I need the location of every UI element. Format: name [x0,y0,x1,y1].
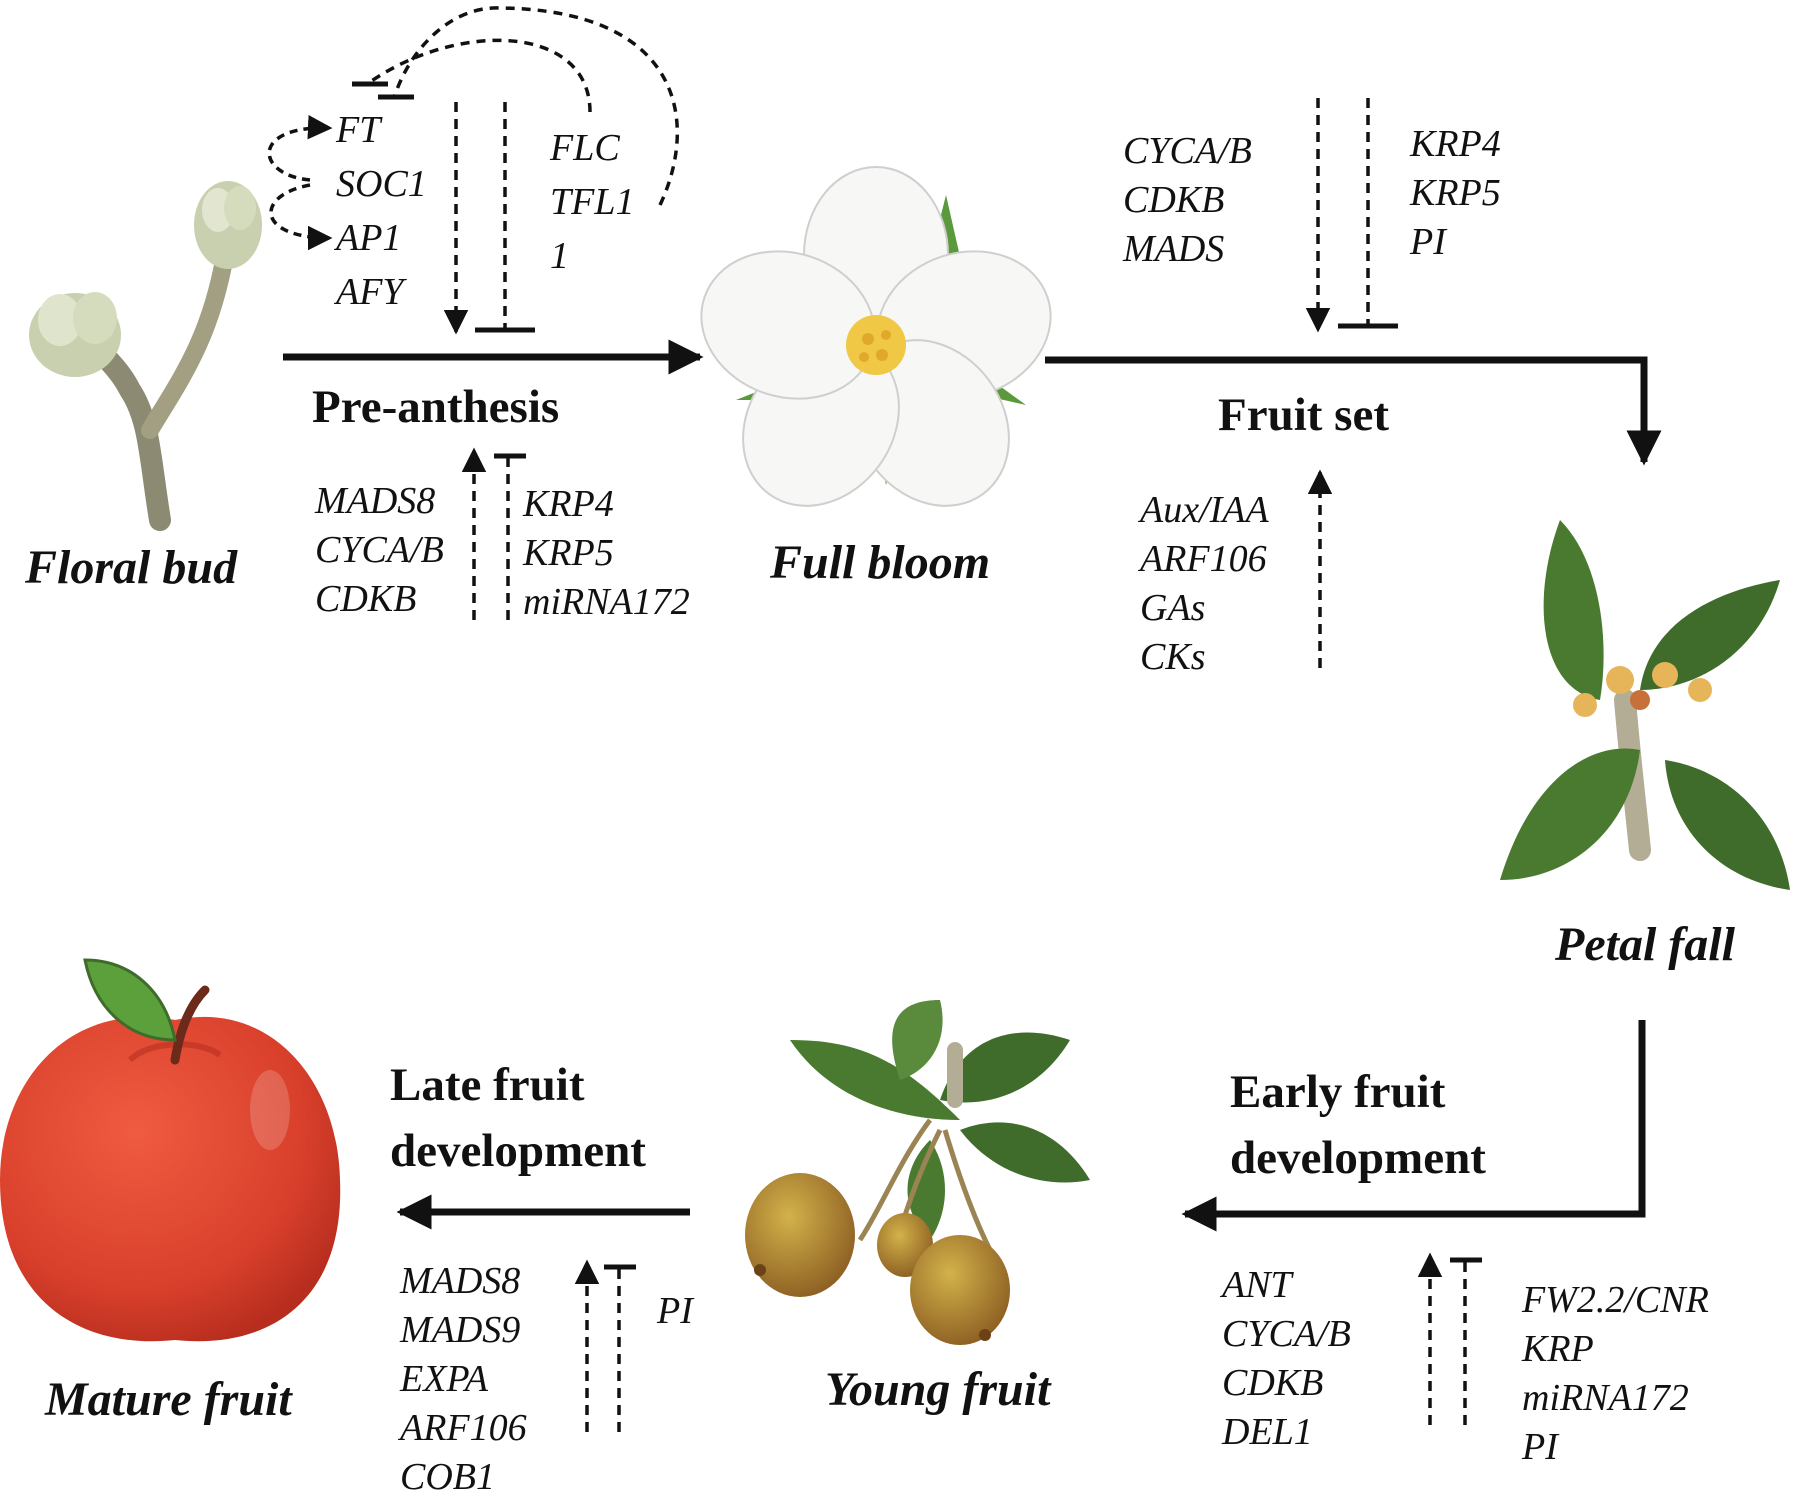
gene-label: KRP4 [1409,123,1501,165]
gene-label: PI [656,1290,695,1332]
gene-label: COB1 [400,1456,495,1495]
soc1-promote-ap1-loop [269,183,333,251]
petal-fall-illustration [1500,520,1790,890]
gene-label: MADS9 [399,1309,520,1351]
process-label-early-fruit-line1: Early fruit [1230,1066,1446,1118]
gene-label: PI [1409,221,1448,263]
process-label-fruit-set: Fruit set [1218,389,1389,441]
full-bloom-illustration [700,166,1052,507]
gene-label: TFL1 [550,181,634,223]
gene-label: GAs [1140,587,1205,629]
gene-label: FT [335,109,383,151]
mature-fruit-illustration [0,958,341,1342]
process-label-early-fruit-line2: development [1230,1132,1486,1184]
process-label-pre-anthesis: Pre-anthesis [312,381,559,433]
gene-label: KRP5 [522,532,614,574]
stage-label-mature-fruit: Mature fruit [44,1373,293,1426]
gene-label: MADS [1122,228,1224,270]
gene-label: FW2.2/CNR [1521,1279,1709,1321]
fruit-set-arrow [1045,356,1662,466]
gene-label: CDKB [1222,1362,1323,1404]
regulation-arrows [267,6,1482,1432]
gene-label: CKs [1140,636,1205,678]
gene-label: DEL1 [1221,1411,1313,1453]
gene-label: ARF106 [397,1407,527,1449]
gene-label: ANT [1219,1264,1295,1306]
gene-label: Aux/IAA [1137,489,1270,531]
stage-label-full-bloom: Full bloom [769,536,990,589]
gene-label: CDKB [315,578,416,620]
gene-label: miRNA172 [1522,1377,1689,1419]
gene-label: 1 [550,235,569,277]
gene-label: MADS8 [399,1260,520,1302]
gene-label: KRP5 [1409,172,1501,214]
gene-label: PI [1521,1426,1560,1468]
gene-label: FLC [549,127,620,169]
gene-label: CYCA/B [1123,130,1252,172]
main-pathway-arrows [283,339,1662,1232]
tfl1-repress-ft-arc [393,6,679,206]
young-fruit-illustration [745,1000,1090,1345]
gene-label: KRP [1521,1328,1594,1370]
process-label-late-fruit-line1: Late fruit [390,1059,585,1111]
flc-repress-ft-arc [369,38,592,113]
soc1-promote-ft-loop [267,114,333,182]
gene-label: CYCA/B [315,529,444,571]
floral-bud-illustration [29,181,262,531]
gene-label: SOC1 [336,163,427,205]
gene-label: AP1 [333,217,401,259]
gene-label: miRNA172 [523,581,690,623]
stage-label-floral-bud: Floral bud [24,541,238,594]
gene-label: CYCA/B [1222,1313,1351,1355]
gene-label: EXPA [399,1358,489,1400]
gene-label: MADS8 [314,480,435,522]
gene-label: KRP4 [522,483,614,525]
process-label-late-fruit-line2: development [390,1125,646,1177]
gene-label: CDKB [1123,179,1224,221]
gene-label: AFY [333,271,407,313]
stage-label-petal-fall: Petal fall [1554,918,1736,971]
stage-label-young-fruit: Young fruit [825,1363,1052,1416]
early-fruit-development-arrow [1181,1020,1646,1232]
gene-label: ARF106 [1137,538,1267,580]
